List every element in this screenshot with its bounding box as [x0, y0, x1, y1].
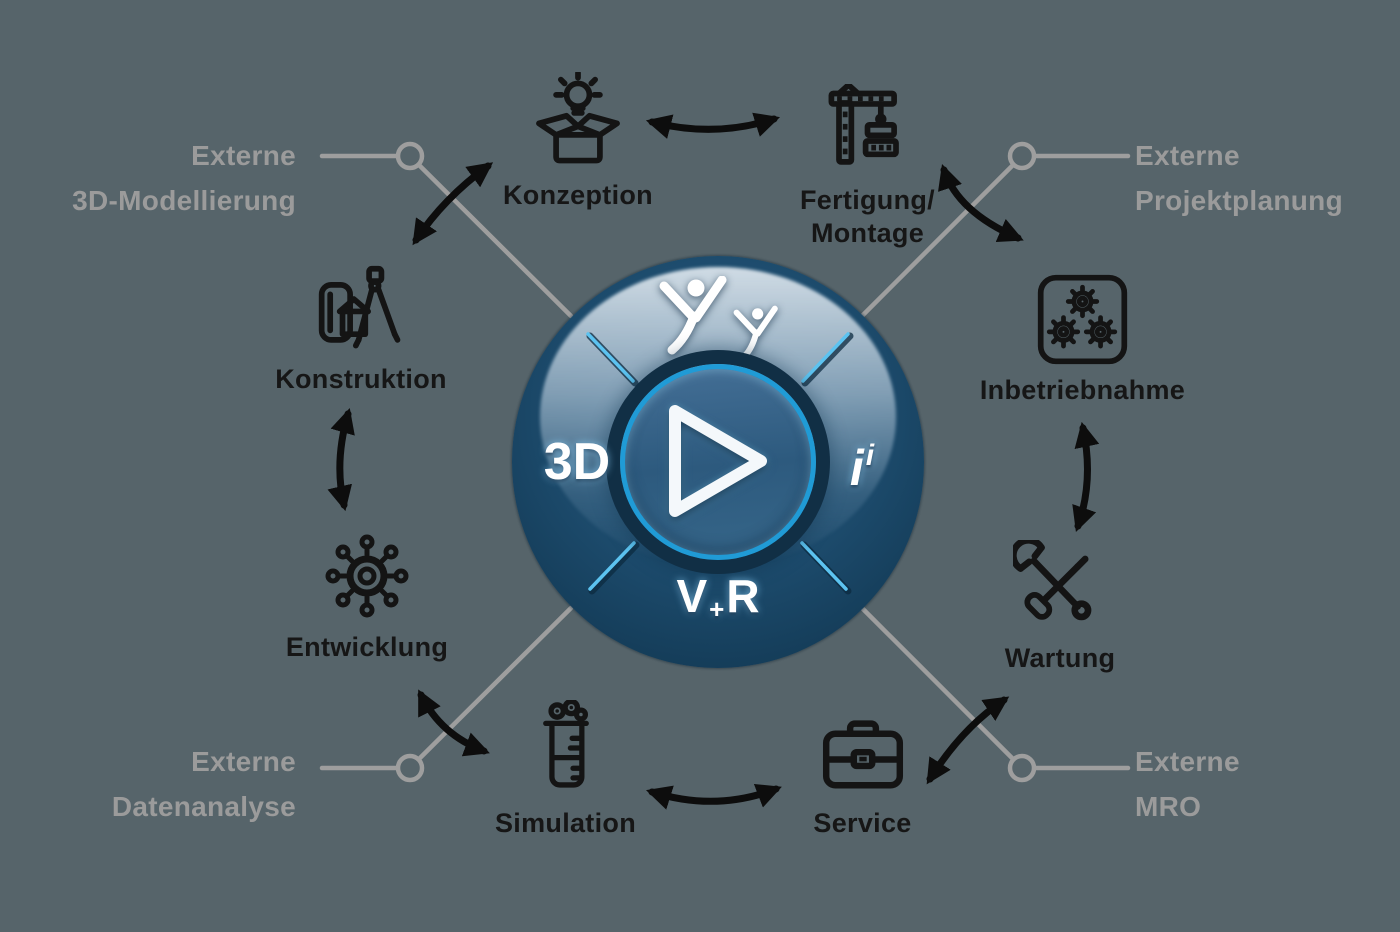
- external-label-mro: Externe MRO: [1135, 739, 1400, 829]
- beaker-icon: [522, 700, 610, 803]
- external-line2: MRO: [1135, 791, 1202, 822]
- compass-divider-ticks: [586, 332, 854, 595]
- compass-center-button: [620, 364, 816, 560]
- external-label-projektplanung: Externe Projektplanung: [1135, 133, 1400, 223]
- blueprint-compass-icon: [314, 264, 409, 356]
- people-figures-icon: [659, 276, 778, 360]
- construction-crane-icon: [820, 84, 915, 179]
- threedexperience-compass-logo: 3D ii V+R: [512, 256, 924, 668]
- stage-konzeption: Konzeption: [470, 72, 686, 212]
- stage-inbetriebnahme: Inbetriebnahme: [960, 272, 1205, 407]
- external-line2: 3D-Modellierung: [72, 185, 296, 216]
- wrench-screwdriver-icon: [1012, 540, 1108, 635]
- compass-ii-sup: i: [865, 439, 875, 472]
- compass-plus: +: [709, 594, 725, 624]
- compass-v: V: [676, 570, 708, 622]
- stage-simulation: Simulation: [473, 700, 658, 840]
- external-line1: Externe: [1135, 746, 1240, 777]
- arrow-konzeption-fertigung: [645, 112, 781, 139]
- external-line1: Externe: [191, 746, 296, 777]
- arrow-wartung-service: [926, 696, 1010, 785]
- stage-entwicklung: Entwicklung: [272, 524, 462, 664]
- arrow-entwicklung-simulation: [417, 689, 490, 757]
- stage-service: Service: [770, 708, 955, 840]
- arrow-konstruktion-konzeption: [412, 162, 494, 246]
- compass-vr-text: V+R: [648, 570, 788, 635]
- stage-label-simulation: Simulation: [494, 808, 636, 838]
- stage-label-inbetriebnahme: Inbetriebnahme: [979, 375, 1186, 405]
- network-hub-icon: [317, 524, 417, 624]
- stage-label-wartung: Wartung: [1004, 643, 1116, 673]
- compass-ii-main: i: [849, 440, 864, 496]
- arrow-konstruktion-entwicklung: [327, 407, 355, 512]
- stage-konstruktion: Konstruktion: [266, 264, 456, 396]
- arrow-inbetriebnahme-wartung: [1072, 421, 1100, 532]
- play-button-icon: [669, 405, 767, 517]
- arrow-fertigung-inbetriebnahme: [938, 164, 1024, 243]
- compass-ii-text: ii: [812, 426, 912, 498]
- stage-wartung: Wartung: [965, 540, 1155, 675]
- arrow-service-simulation: [645, 783, 782, 810]
- external-line1: Externe: [191, 140, 296, 171]
- external-line2: Projektplanung: [1135, 185, 1343, 216]
- idea-box-icon: [530, 72, 626, 172]
- external-label-datenanalyse: Externe Datenanalyse: [40, 739, 296, 829]
- stage-label-entwicklung: Entwicklung: [285, 632, 449, 662]
- external-line1: Externe: [1135, 140, 1240, 171]
- stage-label-konstruktion: Konstruktion: [275, 364, 447, 394]
- stage-label-montage: Montage: [810, 218, 925, 248]
- external-label-3d-modellierung: Externe 3D-Modellierung: [40, 133, 296, 223]
- stage-label-fertigung: Fertigung/: [800, 185, 935, 215]
- briefcase-icon: [817, 708, 909, 800]
- stage-label-konzeption: Konzeption: [503, 180, 653, 210]
- compass-3d-text: 3D: [543, 433, 611, 491]
- external-line2: Datenanalyse: [111, 791, 296, 822]
- three-gears-icon: [1035, 272, 1130, 367]
- compass-r: R: [726, 570, 760, 622]
- stage-fertigung-montage: Fertigung/ Montage: [770, 84, 965, 250]
- stage-label-service: Service: [813, 808, 912, 838]
